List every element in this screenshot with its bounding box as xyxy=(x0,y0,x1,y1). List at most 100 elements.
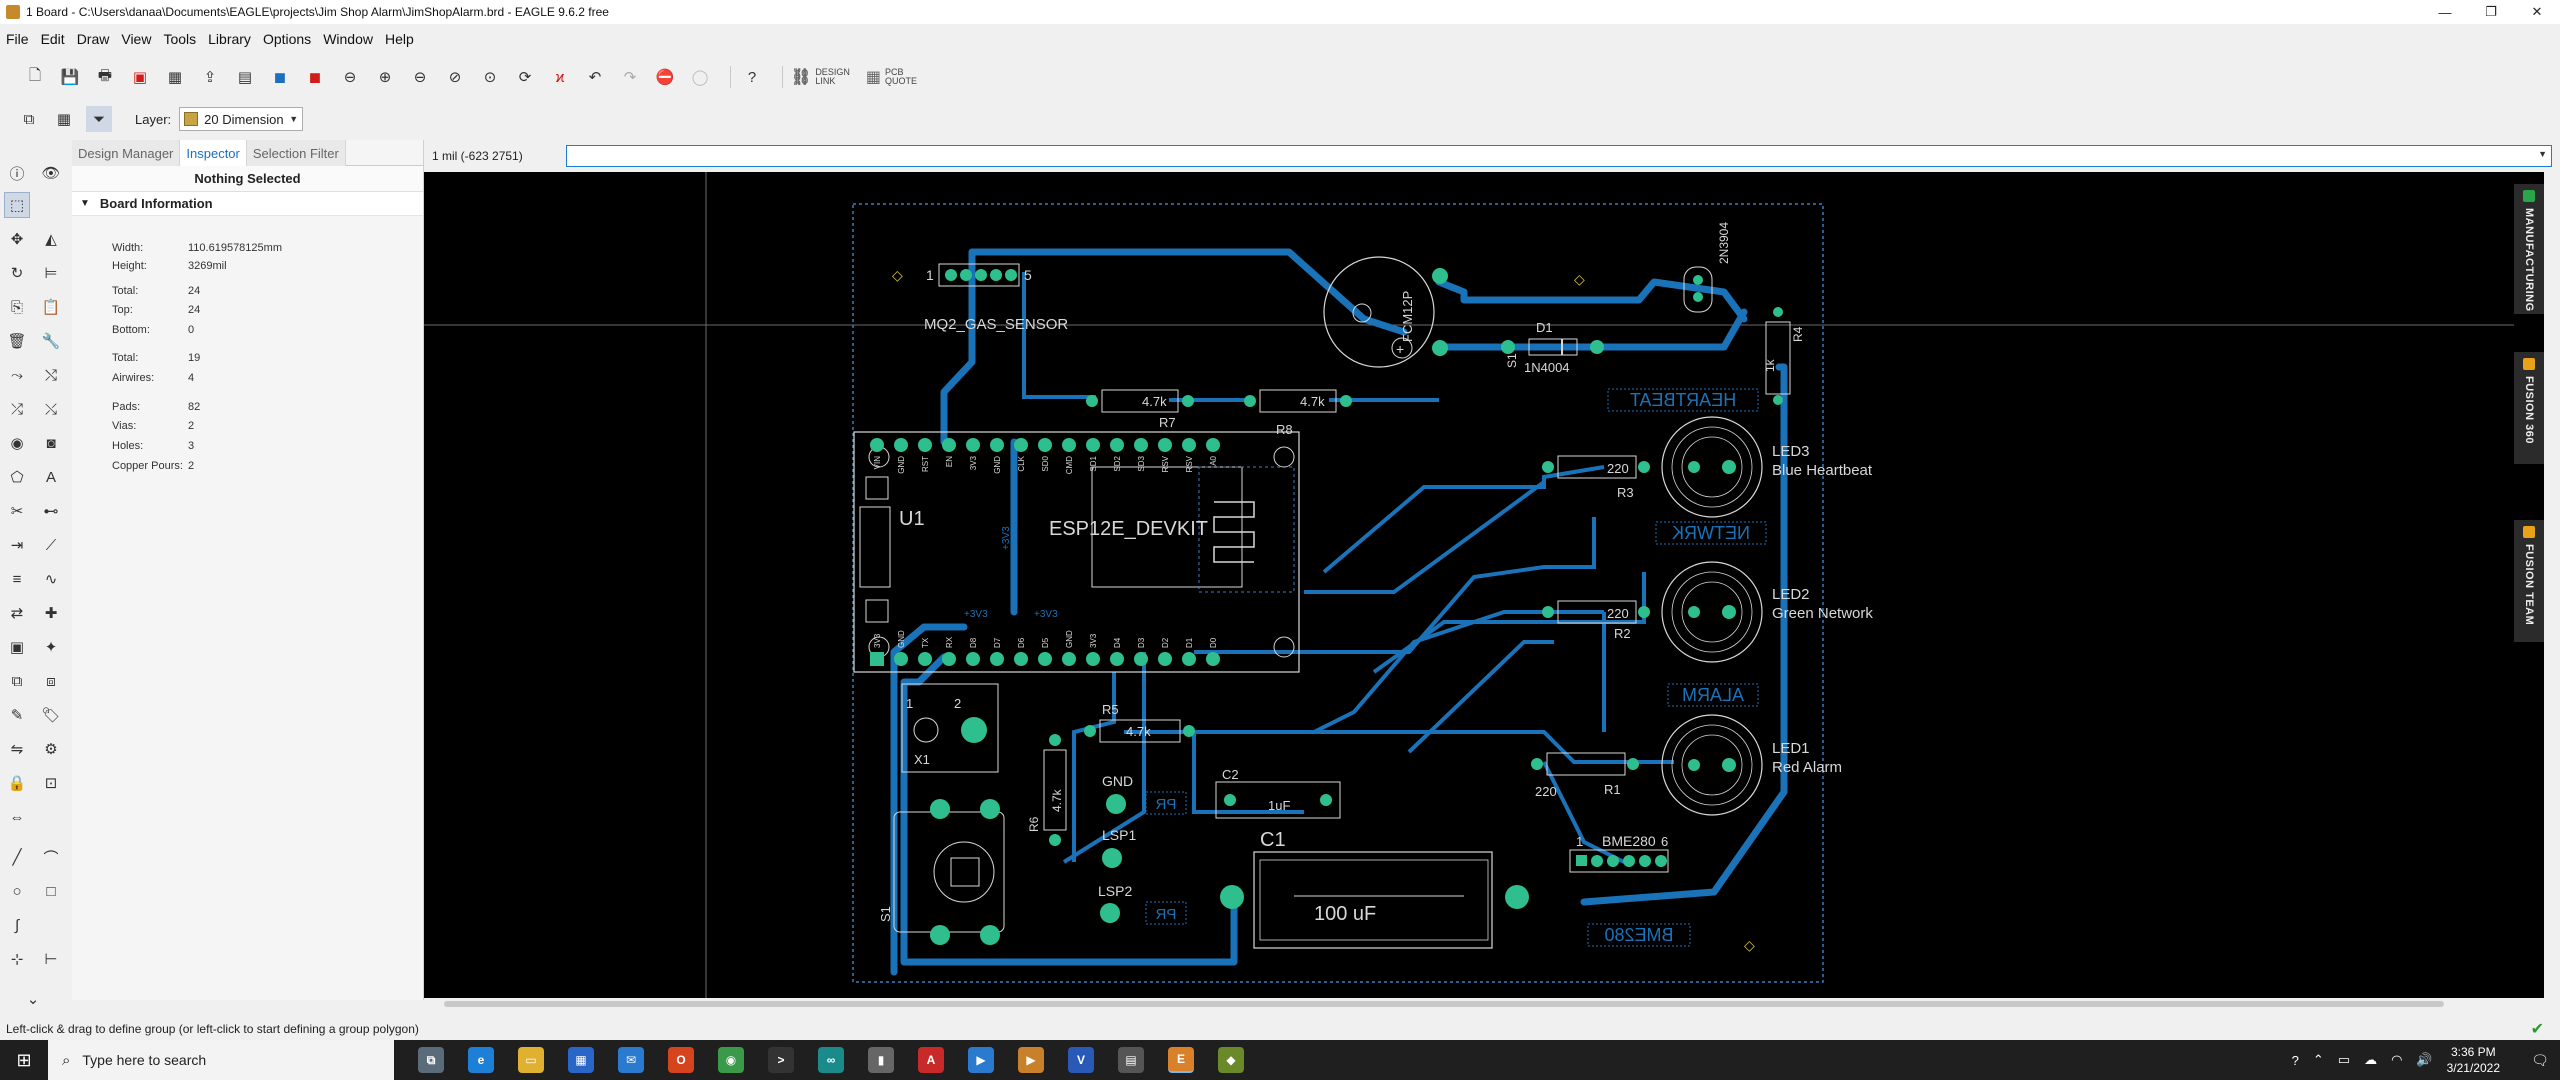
tab-fusion-360[interactable]: FUSION 360 xyxy=(2514,352,2544,464)
show-icon[interactable]: 👁 xyxy=(41,165,61,182)
redo-icon[interactable]: ↷ xyxy=(623,69,637,86)
package-icon[interactable]: ▣ xyxy=(9,639,25,656)
terminal-icon[interactable]: > xyxy=(768,1047,794,1073)
schematic-icon[interactable]: ▣ xyxy=(132,69,148,86)
menu-options[interactable]: Options xyxy=(262,31,312,47)
menu-draw[interactable]: Draw xyxy=(76,31,110,47)
group-tool-icon[interactable]: ⬚ xyxy=(4,192,30,218)
add-part-icon[interactable]: ✚ xyxy=(44,605,58,622)
media-icon[interactable]: ▶ xyxy=(1018,1047,1044,1073)
align-icon[interactable]: ⊨ xyxy=(44,265,58,282)
replace-icon[interactable]: ⇄ xyxy=(10,605,24,622)
store-icon[interactable]: ▦ xyxy=(568,1047,594,1073)
delete-icon[interactable]: 🗑 xyxy=(7,333,27,350)
arc-icon[interactable]: ⌒ xyxy=(43,849,59,867)
value-icon[interactable]: ⧈ xyxy=(46,672,56,690)
board-info-header[interactable]: ▼ Board Information xyxy=(72,192,423,216)
arduino-icon[interactable]: ∞ xyxy=(818,1047,844,1073)
gate-swap-icon[interactable]: ⚙ xyxy=(44,741,58,758)
tag-icon[interactable]: 🏷 xyxy=(41,707,61,724)
smash-icon[interactable]: ✦ xyxy=(44,639,58,656)
expand-palette-icon[interactable]: ⌄ xyxy=(26,991,40,1008)
tab-inspector[interactable]: Inspector xyxy=(180,140,247,166)
ruler-icon[interactable]: ⊢ xyxy=(44,951,58,968)
attribute-icon[interactable]: ✎ xyxy=(10,707,24,724)
optimize-icon[interactable]: ⟋ xyxy=(45,536,57,554)
maximize-button[interactable]: ❐ xyxy=(2485,4,2497,19)
menu-help[interactable]: Help xyxy=(384,31,414,47)
app-icon[interactable]: ▤ xyxy=(1118,1047,1144,1073)
change-icon[interactable]: 🔧 xyxy=(41,333,61,350)
spline-icon[interactable]: ∫ xyxy=(14,916,20,934)
tab-manufacturing[interactable]: MANUFACTURING xyxy=(2514,184,2544,314)
cam-processor-icon[interactable]: ▦ xyxy=(167,69,183,86)
split-icon[interactable]: ✂ xyxy=(10,503,24,520)
tab-fusion-team[interactable]: FUSION TEAM xyxy=(2514,520,2544,642)
undo-icon[interactable]: ↶ xyxy=(588,69,602,86)
paste-icon[interactable]: 📋 xyxy=(41,299,61,316)
library-icon[interactable]: ▤ xyxy=(237,69,253,86)
minimize-button[interactable]: — xyxy=(2438,4,2452,20)
run-ulp-icon[interactable]: ◼ xyxy=(308,69,322,86)
edge-icon[interactable]: e xyxy=(468,1047,494,1073)
zoom-in-icon[interactable]: ⊕ xyxy=(378,69,392,86)
new-file-icon[interactable]: 🗋 xyxy=(28,66,42,84)
menu-tools[interactable]: Tools xyxy=(163,31,197,47)
board-canvas[interactable]: 1 5 MQ2_GAS_SENSOR ◇ U1 ESP12E_DEVKIT VI… xyxy=(424,172,2542,998)
polygon-icon[interactable]: ⬠ xyxy=(10,469,24,486)
zoom-fit-icon[interactable]: ⊖ xyxy=(343,69,357,86)
meander-icon[interactable]: ⤯ xyxy=(44,400,57,418)
route-icon[interactable]: ⤳ xyxy=(10,366,23,384)
command-input[interactable]: ▼ xyxy=(566,145,2552,167)
signal-icon[interactable]: ∿ xyxy=(44,571,58,588)
menu-file[interactable]: File xyxy=(6,31,29,47)
grid-icon[interactable]: ▦ xyxy=(56,111,72,128)
volume-icon[interactable]: 🔊 xyxy=(2416,1052,2433,1067)
ripup-icon[interactable]: ⤭ xyxy=(44,366,57,384)
export-icon[interactable]: ⇪ xyxy=(203,69,217,86)
menu-library[interactable]: Library xyxy=(208,31,251,47)
print-icon[interactable]: 🖶 xyxy=(97,66,113,84)
help-tray-icon[interactable]: ? xyxy=(2291,1052,2299,1068)
horizontal-scrollbar[interactable] xyxy=(424,998,2542,1010)
file-explorer-icon[interactable]: ▭ xyxy=(518,1047,544,1073)
text-icon[interactable]: A xyxy=(45,468,56,486)
hole-icon[interactable]: ◙ xyxy=(46,434,56,452)
wifi-icon[interactable]: ◠ xyxy=(2391,1052,2403,1067)
pin-swap-icon[interactable]: ⇋ xyxy=(10,741,24,758)
lock-icon[interactable]: 🔒 xyxy=(7,775,27,792)
zoom-last-icon[interactable]: ⊘ xyxy=(448,69,462,86)
start-button[interactable]: ⊞ xyxy=(16,1049,32,1070)
taskbar-search[interactable]: ⌕ Type here to search xyxy=(48,1040,394,1080)
layer-select[interactable]: 20 Dimension ▼ xyxy=(179,107,304,131)
menu-window[interactable]: Window xyxy=(323,31,373,47)
zoom-icon[interactable]: ▶ xyxy=(968,1047,994,1073)
app-icon[interactable]: ▮ xyxy=(868,1047,894,1073)
measure-icon[interactable]: ⊹ xyxy=(10,951,24,968)
task-view-icon[interactable]: ⧉ xyxy=(418,1047,444,1073)
chevron-down-icon[interactable]: ▼ xyxy=(2538,149,2547,159)
copy-icon[interactable]: ⎘ xyxy=(10,298,23,316)
zoom-out-icon[interactable]: ⊖ xyxy=(413,69,427,86)
rectangle-icon[interactable]: □ xyxy=(46,882,56,900)
redraw-icon[interactable]: ⟳ xyxy=(518,69,532,86)
connect-icon[interactable]: ⊷ xyxy=(43,503,59,520)
tab-selection-filter[interactable]: Selection Filter xyxy=(246,140,346,166)
line-icon[interactable]: ╱ xyxy=(12,849,22,866)
slice-icon[interactable]: ⇥ xyxy=(10,537,24,554)
mail-icon[interactable]: ✉ xyxy=(618,1047,644,1073)
move-icon[interactable]: ✥ xyxy=(10,231,24,248)
acrobat-icon[interactable]: A xyxy=(918,1047,944,1073)
chrome-icon[interactable]: ◉ xyxy=(718,1047,744,1073)
help-icon[interactable]: ? xyxy=(747,68,757,86)
network-icon[interactable]: ▭ xyxy=(2337,1052,2351,1067)
notification-icon[interactable]: 🗨 xyxy=(2531,1051,2549,1068)
zoom-select-icon[interactable]: ⊙ xyxy=(483,69,497,86)
rotate-icon[interactable]: ↻ xyxy=(10,265,24,282)
circle-icon[interactable]: ○ xyxy=(12,882,22,900)
eagle-taskbar-icon[interactable]: E xyxy=(1168,1047,1194,1073)
cloud-icon[interactable]: ☁ xyxy=(2364,1052,2378,1067)
vs-icon[interactable]: V xyxy=(1068,1047,1094,1073)
close-button[interactable]: ✕ xyxy=(2531,4,2543,19)
